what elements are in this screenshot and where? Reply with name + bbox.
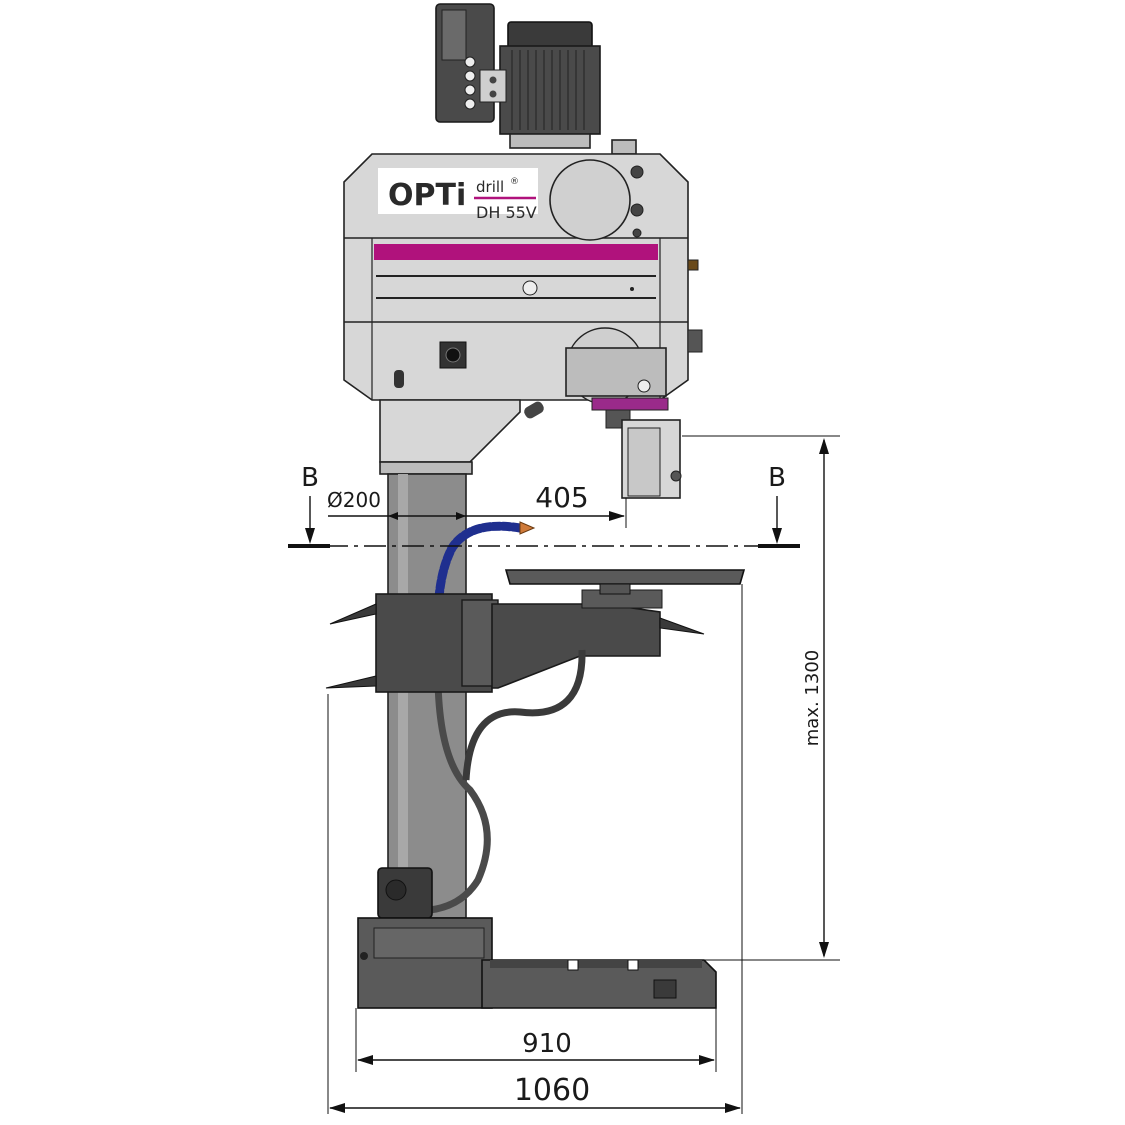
model-label: DH 55V — [476, 203, 537, 222]
section-marker-right: B — [768, 463, 786, 493]
accent-stripe — [374, 244, 658, 260]
work-table — [504, 569, 746, 595]
head-neck — [379, 399, 544, 475]
spindle-quill — [605, 409, 682, 499]
height-dimension: max. 1300 — [802, 650, 823, 746]
logo-sub: drill — [476, 178, 504, 196]
control-panel — [435, 3, 507, 123]
logo-registered: ® — [510, 177, 519, 187]
dimension-lines — [288, 435, 840, 1114]
table-arm — [325, 589, 705, 781]
diameter-dimension: Ø200 — [327, 488, 381, 512]
total-width-dimension: 1060 — [514, 1073, 590, 1108]
section-marker-left: B — [301, 463, 319, 493]
base-width-dimension: 910 — [522, 1029, 572, 1059]
coolant-pump — [377, 867, 433, 919]
brand-logo: OPTi drill ® DH 55V — [378, 168, 538, 222]
reach-dimension: 405 — [535, 481, 588, 514]
drill-head: OPTi drill ® DH 55V — [343, 139, 703, 411]
spindle-motor — [499, 21, 601, 149]
logo-main: OPTi — [388, 178, 466, 213]
machine-base — [357, 917, 717, 1009]
